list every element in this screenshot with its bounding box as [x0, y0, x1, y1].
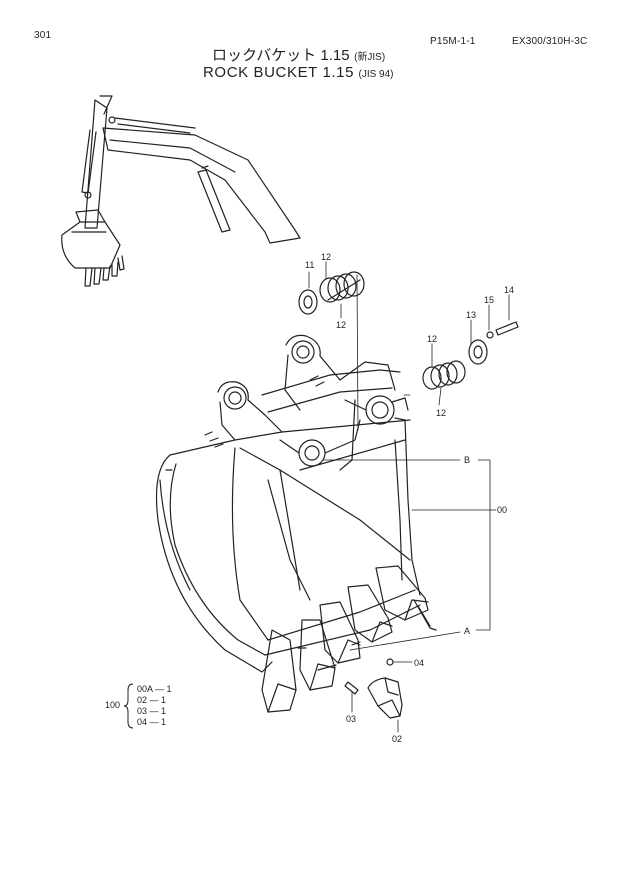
title-english: ROCK BUCKET 1.15 (JIS 94) — [203, 64, 394, 82]
callout-11: 11 — [305, 260, 314, 270]
leader-lines — [308, 261, 510, 733]
callout-00: 00 — [497, 505, 507, 515]
bucket-teeth — [261, 565, 437, 719]
callout-04: 04 — [414, 658, 424, 668]
callout-b: B — [464, 455, 470, 465]
callout-15: 15 — [484, 295, 494, 305]
callout-02: 02 — [392, 734, 402, 744]
page-number: 301 — [34, 30, 52, 41]
kit-list: 00A ― 1 02 ― 1 03 ― 1 04 ― 1 — [137, 684, 172, 728]
kit-number: 100 — [105, 700, 121, 710]
title-en-note: (JIS 94) — [358, 69, 394, 80]
callout-a: A — [464, 626, 470, 636]
title-japanese: ロックバケット 1.15 (新JIS) — [212, 44, 385, 65]
title-jp-note: (新JIS) — [354, 52, 386, 63]
kit-item: 03 ― 1 — [137, 706, 167, 716]
model-number: EX300/310H-3C — [512, 36, 588, 47]
left-pin-hardware — [298, 271, 365, 315]
callout-14: 14 — [504, 285, 514, 295]
page-code: P15M-1-1 — [430, 36, 476, 47]
callout-12-left-top: 12 — [321, 252, 331, 262]
kit-brace — [123, 683, 134, 729]
kit-item: 02 ― 1 — [137, 695, 167, 705]
kit-item: 00A ― 1 — [137, 684, 172, 694]
callout-12-right-bottom: 12 — [436, 408, 446, 418]
callout-12-right-top: 12 — [427, 334, 437, 344]
arm-boom-illustration — [61, 95, 301, 287]
kit-item: 04 ― 1 — [137, 717, 167, 727]
callout-03: 03 — [346, 714, 356, 724]
callout-13: 13 — [466, 310, 476, 320]
title-en-main: ROCK BUCKET 1.15 — [203, 64, 355, 81]
callout-12-left-bottom: 12 — [336, 320, 346, 330]
right-pin-hardware — [422, 321, 519, 390]
rock-bucket-illustration — [155, 334, 421, 673]
title-jp-main: ロックバケット 1.15 — [212, 47, 350, 64]
